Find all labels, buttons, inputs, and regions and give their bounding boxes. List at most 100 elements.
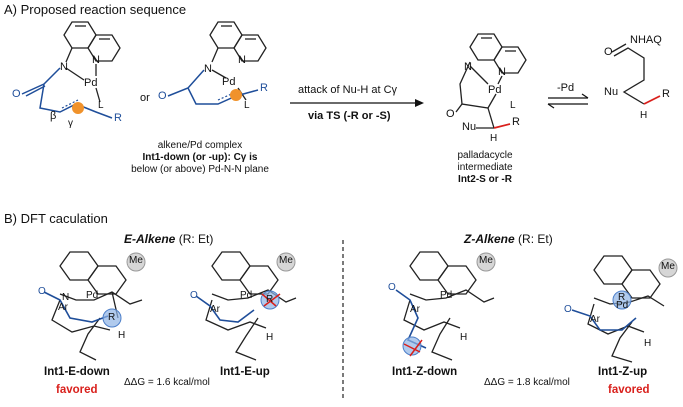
atom-o-3: O <box>446 108 455 120</box>
dft-structure-e-up <box>195 251 297 361</box>
amide-chain-2 <box>167 69 259 105</box>
dft-atom-h-4: H <box>644 338 652 349</box>
dft-atom-h-3: H <box>460 332 468 343</box>
atom-l-1: L <box>98 100 104 111</box>
bond-cgamma-3 <box>487 107 495 129</box>
dft-atom-n-1: N <box>62 292 70 303</box>
atom-h-3: H <box>490 133 498 144</box>
bond-n1-pd <box>65 67 85 81</box>
bond-pd-l <box>95 87 101 103</box>
dft-atom-o-2: O <box>190 290 198 301</box>
quinoline-ring-3 <box>469 33 527 74</box>
atom-l-3: L <box>510 100 516 111</box>
atom-o-1: O <box>12 88 21 100</box>
atom-o-2: O <box>158 90 167 102</box>
complex-caption-line2: Int1-down (or -up): Cγ is <box>142 152 258 163</box>
label-int1-e-down: Int1-E-down <box>44 366 110 378</box>
product-red-bond <box>643 95 661 105</box>
atom-pd-3: Pd <box>488 84 502 96</box>
quinoline-ring-1 <box>63 21 121 62</box>
palladacycle-caption-line3: Int2-S or -R <box>458 174 512 185</box>
z-alkene-title: Z-Alkene <box>464 232 515 246</box>
dft-atom-r-4: R <box>618 292 626 303</box>
ddg-z-value: ΔΔG = 1.8 kcal/mol <box>484 377 570 388</box>
atom-n-2a: N <box>204 63 212 75</box>
dft-atom-ar-2: Ar <box>210 304 220 315</box>
bond-c-n1-2 <box>211 47 219 63</box>
c-gamma-marker-1 <box>72 102 84 114</box>
dft-atom-pd-2: Pd <box>240 290 253 301</box>
dft-atom-h-2: H <box>266 332 274 343</box>
dft-structure-e-down <box>43 251 146 361</box>
minus-pd-label: -Pd <box>557 82 575 94</box>
reaction-arrow-bottom-label: via TS (-R or -S) <box>308 110 391 122</box>
atom-r-product: R <box>662 88 670 100</box>
atom-pd-2: Pd <box>222 76 236 88</box>
palladacycle-caption-line2: intermediate <box>457 162 513 173</box>
reaction-arrow-head <box>415 99 424 107</box>
e-alkene-header: E-Alkene (R: Et) <box>124 232 213 246</box>
bond-c-n1 <box>65 47 73 63</box>
atom-n-1b: N <box>92 54 100 66</box>
label-int1-z-up: Int1-Z-up <box>598 366 648 378</box>
dft-atom-ar-3: Ar <box>410 304 420 315</box>
reaction-arrow-top-label: attack of Nu-H at Cγ <box>298 84 398 96</box>
amide-chain-1 <box>21 67 113 119</box>
label-int1-z-down: Int1-Z-down <box>392 366 458 378</box>
or-label: or <box>140 92 150 104</box>
dft-atom-ar-1: Ar <box>58 302 68 313</box>
e-alkene-title: E-Alkene <box>124 232 176 246</box>
palladacycle-caption-line1: palladacycle <box>457 150 513 161</box>
atom-r-2: R <box>260 82 268 94</box>
c-gamma-marker-2 <box>230 89 242 101</box>
dft-atom-pd-3: Pd <box>440 290 453 301</box>
dft-atom-h-1: H <box>118 330 126 341</box>
dft-structure-z-down <box>395 251 496 361</box>
atom-nhaq-product: NHAQ <box>630 34 662 46</box>
equilibrium-arrow-forward-head <box>581 93 589 99</box>
atom-n-1a: N <box>60 61 68 73</box>
bond-n2-pd-3 <box>497 75 503 85</box>
dft-structure-z-up <box>571 255 678 363</box>
atom-n-3a: N <box>464 61 472 73</box>
dft-atom-o-3: O <box>388 282 396 293</box>
z-alkene-r: (R: Et) <box>518 232 553 246</box>
dft-atom-r-2: R <box>266 294 274 305</box>
product-carbonyl <box>611 43 627 53</box>
dft-atom-me-1: Me <box>129 255 143 266</box>
atom-beta-1: β <box>50 110 57 122</box>
z-alkene-header: Z-Alkene (R: Et) <box>464 232 553 246</box>
dft-atom-o-4: O <box>564 304 572 315</box>
section-b-title: B) DFT caculation <box>4 211 108 226</box>
dft-atom-r-1: R <box>108 312 116 323</box>
complex-caption-line3: below (or above) Pd-N-N plane <box>131 164 269 175</box>
atom-o-product: O <box>604 46 613 58</box>
complex-caption-line1: alkene/Pd complex <box>157 140 243 151</box>
dft-atom-ar-4: Ar <box>590 314 600 325</box>
dft-atom-pd-4: Pd <box>616 300 629 311</box>
carbonyl-double-bond-1 <box>25 85 46 97</box>
atom-n-2b: N <box>238 54 246 66</box>
dft-atom-o-1: O <box>38 286 46 297</box>
bond-carbonyl-3 <box>455 103 463 113</box>
atom-gamma-1: γ <box>68 118 73 129</box>
bond-n1-pd-2 <box>211 69 227 79</box>
dft-atom-me-4: Me <box>661 261 675 272</box>
atom-r-1: R <box>114 112 122 124</box>
dft-atom-pd-1: Pd <box>86 290 99 301</box>
atom-r-3: R <box>512 116 520 128</box>
e-alkene-r: (R: Et) <box>178 232 214 246</box>
alkene-dash-1 <box>61 99 79 109</box>
atom-nu-3: Nu <box>462 121 477 133</box>
favored-label-z: favored <box>608 384 650 396</box>
section-a-title: A) Proposed reaction sequence <box>4 2 187 17</box>
atom-h-product: H <box>640 110 648 121</box>
dft-atom-me-2: Me <box>279 255 293 266</box>
atom-nu-product: Nu <box>604 86 619 98</box>
label-int1-e-up: Int1-E-up <box>220 366 270 378</box>
atom-l-2: L <box>244 100 250 111</box>
bond-red-r-3 <box>493 123 511 129</box>
dft-atom-me-3: Me <box>479 255 493 266</box>
ddg-e-value: ΔΔG = 1.6 kcal/mol <box>124 377 210 388</box>
